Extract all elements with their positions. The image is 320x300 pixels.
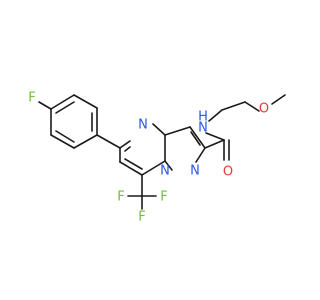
- bond: [195, 147, 206, 163]
- bond: [119, 161, 143, 176]
- atom-h-amide: H: [198, 110, 208, 125]
- bond: [73, 134, 98, 149]
- bond: [124, 158, 143, 170]
- bond: [73, 94, 98, 109]
- bond: [205, 132, 225, 141]
- bond: [208, 109, 223, 122]
- bond: [50, 134, 75, 149]
- atom-f-cf3-right: F: [160, 190, 167, 205]
- bond: [124, 146, 131, 152]
- bond: [96, 134, 121, 149]
- bond: [164, 126, 191, 136]
- atom-o-carbonyl: O: [223, 165, 233, 180]
- bond: [152, 123, 166, 136]
- bond: [190, 131, 201, 146]
- atom-f-cf3-bottom: F: [138, 210, 145, 225]
- bond: [55, 130, 75, 143]
- bond: [119, 140, 131, 149]
- bond: [141, 160, 166, 176]
- bond: [189, 126, 206, 149]
- atom-f: F: [28, 91, 35, 106]
- bonds: [38, 94, 286, 210]
- atom-f-cf3-left: F: [117, 190, 124, 205]
- bond: [55, 101, 75, 114]
- bond: [271, 94, 286, 105]
- atom-n-pyrazole: N: [190, 164, 200, 179]
- bond: [244, 101, 260, 112]
- molecule-canvas: F N N N N H O O F F F: [28, 91, 286, 225]
- atom-n-bridge: N: [160, 164, 170, 179]
- atom-n-amide: N: [198, 121, 208, 136]
- bond: [38, 101, 52, 110]
- bond: [221, 101, 246, 111]
- bond: [164, 160, 173, 171]
- molecule-structure: F N N N N H O O F F F: [28, 91, 286, 225]
- atom-n-pyrimidine: N: [138, 118, 148, 133]
- atom-labels: F N N N N H O O F F F: [28, 91, 269, 225]
- bond: [204, 139, 225, 149]
- bond: [50, 94, 75, 110]
- atom-o-ether: O: [259, 102, 269, 117]
